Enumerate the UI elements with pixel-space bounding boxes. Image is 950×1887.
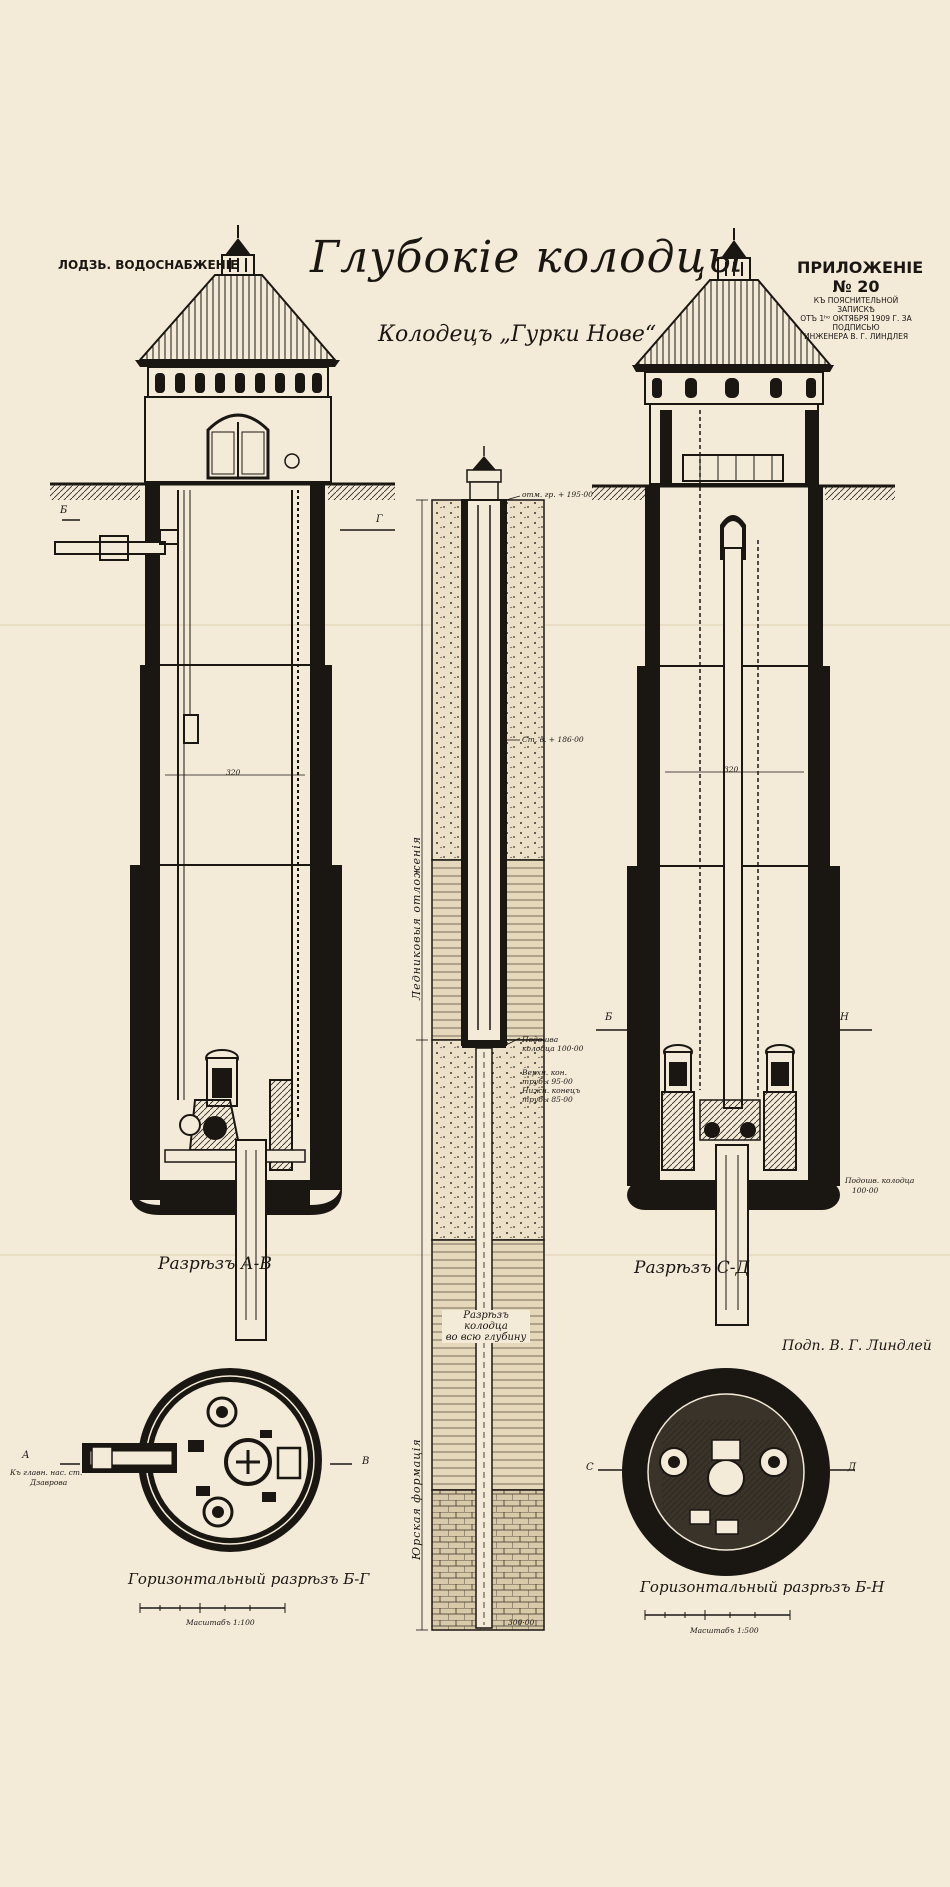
header-left: ЛОДЗЬ. ВОДОСНАБЖЕНIЕ <box>58 258 239 272</box>
plan-mark-d: Д <box>848 1462 857 1473</box>
plan-mark-b: В <box>362 1456 370 1467</box>
annotation-top-level: отм. гр. + 195·00 <box>522 490 593 499</box>
annotation-right-level-line2: 100·00 <box>852 1186 879 1195</box>
appendix-line: ИНЖЕНЕРА В. Г. ЛИНДЛЕЯ <box>803 332 909 341</box>
annotation-pipe-level: Верхн. кон. трубы 95·00 <box>522 1068 573 1086</box>
left-section-marks <box>62 519 395 531</box>
appendix-line: КЪ ПОЯСНИТЕЛЬНОЙ ЗАПИСКѢ <box>813 296 899 314</box>
plan-mark-a: А <box>22 1450 30 1461</box>
appendix-number: ПРИЛОЖЕНIЕ № 20 <box>797 258 924 296</box>
right-plan <box>598 1368 855 1620</box>
section-mark-b-left: Б <box>60 505 68 516</box>
plan-pipe-note-line1: Къ главн. нас. ст. <box>10 1468 83 1477</box>
annotation-pump-level: Подошва колодца 100·00 <box>522 1035 584 1053</box>
scale-right: Масштабъ 1:500 <box>690 1626 759 1635</box>
left-tower-section <box>50 225 395 1341</box>
section-mark-g-left: Г <box>376 514 383 525</box>
left-plan <box>60 1368 352 1613</box>
page-title: Глубокiе колодцы <box>310 232 745 283</box>
caption-plan-left: Горизонтальный разрѣзъ Б-Г <box>128 1570 370 1588</box>
plan-pipe-note-line2: Дзаврова <box>30 1478 68 1487</box>
annotation-diameter-right: 320 <box>724 765 739 774</box>
annotation-right-level-line1: Подошв. колодца <box>845 1176 915 1185</box>
right-pump-machinery <box>661 1044 797 1171</box>
annotation-bottom-level: Нижн. конецъ трубы 85·00 <box>522 1086 581 1104</box>
annotation-diameter-left: 320 <box>226 768 241 777</box>
caption-center: Разрѣзъ колодца во всю глубину <box>442 1310 530 1343</box>
center-deep-well-section <box>416 446 545 1631</box>
annotation-bottom-note: 300·00 <box>508 1618 535 1627</box>
signature: Подп. В. Г. Линдлей <box>782 1338 932 1354</box>
caption-center-line: во всю глубину <box>445 1332 527 1343</box>
section-mark-n-right: Н <box>840 1012 849 1023</box>
right-tower-section <box>592 228 895 1326</box>
caption-center-line: Разрѣзъ колодца <box>463 1310 509 1332</box>
section-mark-b-right: Б <box>605 1012 613 1023</box>
page-subtitle: Колодецъ „Гурки Нове“ <box>378 322 657 347</box>
caption-section-left: Разрѣзъ А-В <box>158 1254 272 1274</box>
vertical-label-jurassic: Юрская формацiя <box>410 1438 423 1560</box>
scale-left: Масштабъ 1:100 <box>186 1618 255 1627</box>
plan-mark-c: С <box>586 1462 594 1473</box>
appendix-block: ПРИЛОЖЕНIЕ № 20 КЪ ПОЯСНИТЕЛЬНОЙ ЗАПИСКѢ… <box>797 258 924 341</box>
annotation-level-2: Ст. в. + 186·00 <box>522 735 584 744</box>
appendix-line: ОТЪ 1ʰᵒ ОКТЯБРЯ 1909 г. ЗА ПОДПИСЬЮ <box>800 314 912 332</box>
caption-plan-right: Горизонтальный разрѣзъ Б-Н <box>640 1578 885 1596</box>
caption-section-right: Разрѣзъ С-Д <box>634 1258 750 1278</box>
vertical-label-glacial: Ледниковыя отложенiя <box>410 835 423 1000</box>
